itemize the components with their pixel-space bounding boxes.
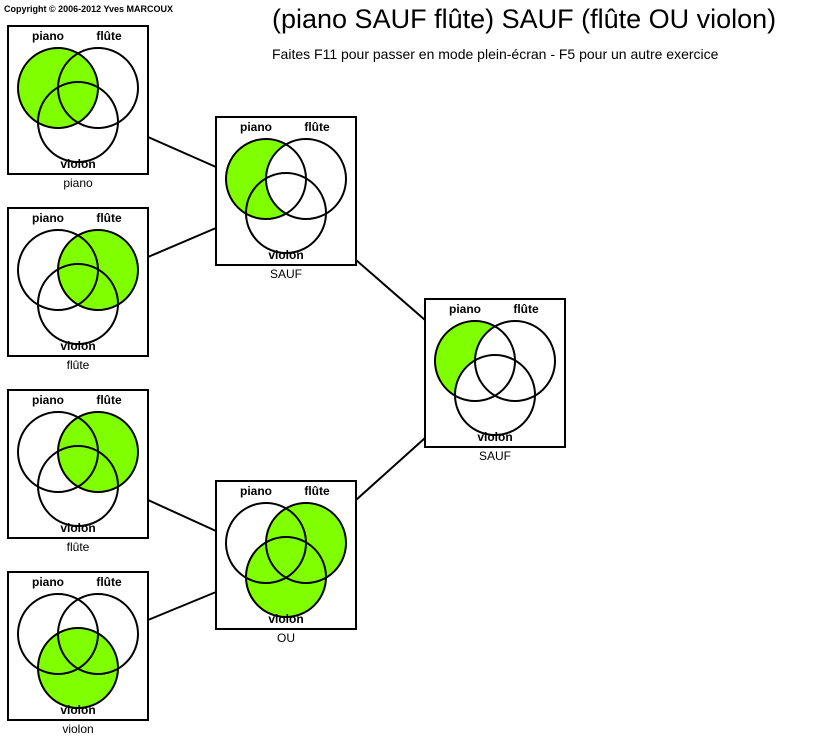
- edge-n5-n7: [355, 259, 426, 321]
- violon-circle: [37, 627, 119, 709]
- edge-n2-n5: [147, 227, 217, 258]
- node-caption: OU: [277, 631, 295, 645]
- set-label-0: piano: [32, 575, 64, 589]
- set-label-0: piano: [240, 120, 272, 134]
- set-label-1: flûte: [304, 484, 330, 498]
- set-label-0: piano: [32, 211, 64, 225]
- set-label-2: violon: [60, 521, 95, 535]
- copyright-text: Copyright © 2006-2012 Yves MARCOUX: [4, 4, 174, 14]
- venn-node-n1: piano flûte violon piano: [7, 25, 149, 190]
- set-label-2: violon: [477, 430, 512, 444]
- violon-circle: [37, 263, 119, 345]
- violon-circle: [37, 81, 119, 163]
- violon-circle: [245, 172, 327, 254]
- instructions-text: Faites F11 pour passer en mode plein-écr…: [272, 46, 719, 62]
- set-label-0: piano: [240, 484, 272, 498]
- venn-node-n4: piano flûte violon violon: [7, 571, 149, 736]
- node-caption: flûte: [67, 540, 90, 554]
- venn-node-n2: piano flûte violon flûte: [7, 207, 149, 372]
- violon-circle: [37, 445, 119, 527]
- set-label-1: flûte: [96, 575, 122, 589]
- set-label-2: violon: [60, 157, 95, 171]
- edge-n6-n7: [355, 437, 426, 501]
- node-caption: SAUF: [270, 267, 302, 281]
- set-label-2: violon: [60, 339, 95, 353]
- node-caption: piano: [63, 176, 93, 190]
- venn-node-n3: piano flûte violon flûte: [7, 389, 149, 554]
- set-label-1: flûte: [304, 120, 330, 134]
- node-caption: flûte: [67, 358, 90, 372]
- set-label-2: violon: [60, 703, 95, 717]
- set-label-1: flûte: [96, 211, 122, 225]
- edge-n1-n5: [147, 136, 217, 168]
- page-title: (piano SAUF flûte) SAUF (flûte OU violon…: [272, 4, 777, 34]
- edge-n3-n6: [147, 499, 217, 532]
- violon-circle: [245, 536, 327, 618]
- set-label-2: violon: [268, 248, 303, 262]
- set-label-1: flûte: [96, 393, 122, 407]
- node-caption: SAUF: [479, 449, 511, 463]
- set-label-0: piano: [32, 393, 64, 407]
- set-label-1: flûte: [96, 29, 122, 43]
- set-label-2: violon: [268, 612, 303, 626]
- set-label-0: piano: [32, 29, 64, 43]
- violon-circle: [454, 354, 536, 436]
- edge-n4-n6: [147, 591, 217, 621]
- set-label-1: flûte: [513, 302, 539, 316]
- node-caption: violon: [62, 722, 93, 736]
- set-label-0: piano: [449, 302, 481, 316]
